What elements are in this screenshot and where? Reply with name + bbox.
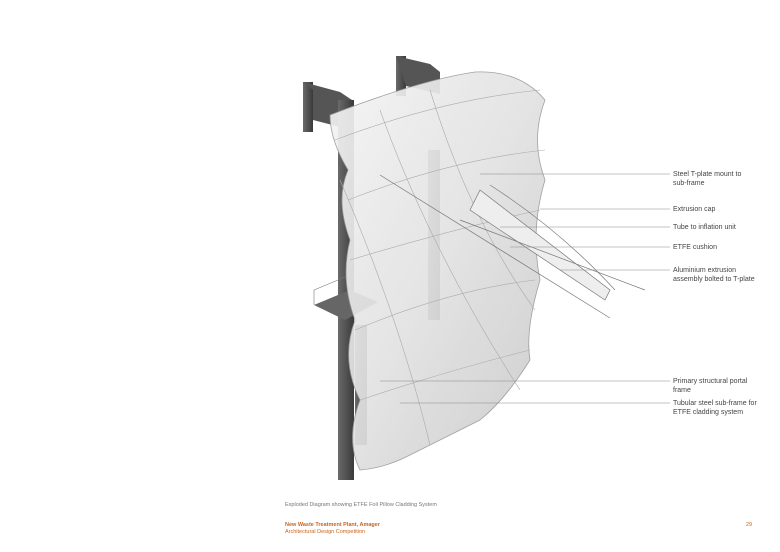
callout-text: Primary structural portal <box>673 378 748 385</box>
figure-caption: Exploded Diagram showing ETFE Foil Pillo… <box>285 502 437 508</box>
etfe-cushion-panel <box>329 71 546 471</box>
callout-tube: Tube to inflation unit <box>673 224 736 231</box>
leader-lines <box>380 173 670 404</box>
callout-text: assembly bolted to T-plate <box>673 276 755 283</box>
callout-text: ETFE cladding system <box>673 409 744 416</box>
callout-text: frame <box>673 387 691 394</box>
page-number: 29 <box>746 522 753 528</box>
footer-project-title: New Waste Treatment Plant, Amager <box>285 522 380 528</box>
callout-steel-t-plate: Steel T-plate mount to sub-frame <box>673 170 773 188</box>
callout-text: Tubular steel sub-frame for <box>673 400 757 407</box>
callout-primary-frame: Primary structural portal frame <box>673 377 773 395</box>
callout-etfe-cushion: ETFE cushion <box>673 244 717 251</box>
aluminium-extrusion-detail <box>379 174 646 319</box>
callout-aluminium-extrusion: Aluminium extrusion assembly bolted to T-… <box>673 266 773 284</box>
callout-extrusion-cap: Extrusion cap <box>673 206 716 213</box>
callout-text: sub-frame <box>673 180 705 187</box>
footer-subtitle: Architectural Design Competition <box>285 529 366 535</box>
callout-text: Aluminium extrusion <box>673 267 737 274</box>
callout-text: Steel T-plate mount to <box>673 171 742 178</box>
